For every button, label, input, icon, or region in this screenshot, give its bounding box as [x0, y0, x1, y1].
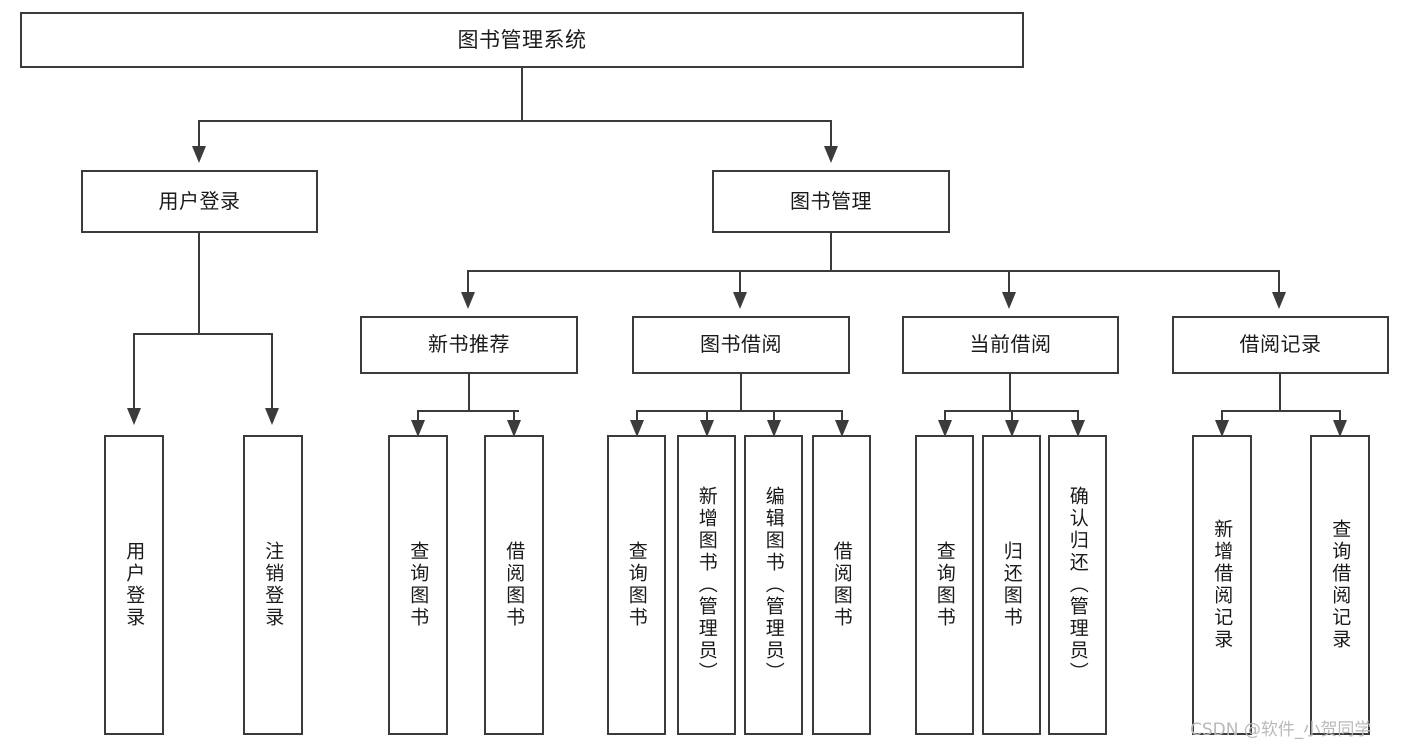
connector-bm-to-current-borrow: [1008, 270, 1010, 294]
arrowhead-bm-to-current-borrow: [1002, 292, 1016, 309]
node-current-borrow[interactable]: 当前借阅: [902, 316, 1119, 374]
node-label: 编辑图书（管理员）: [762, 486, 785, 684]
arrowhead-bm-to-borrow-record: [1272, 292, 1286, 309]
arrowhead-user-login-to-leaf-1: [265, 408, 279, 425]
node-label: 借阅图书: [830, 541, 853, 629]
node-label: 借阅记录: [1239, 332, 1322, 357]
connector-new-book-stem: [468, 374, 470, 411]
node-label: 新书推荐: [428, 332, 510, 357]
connector-br-to-leaf-1: [1339, 410, 1341, 422]
connector-book-management-bus: [467, 270, 1279, 272]
connector-book-management-stem: [830, 233, 832, 271]
leaf-book-borrow-1[interactable]: 新增图书（管理员）: [677, 435, 736, 735]
arrowhead-bb-to-leaf-0: [630, 420, 644, 437]
node-label: 查询图书: [933, 541, 956, 629]
leaf-current-borrow-0[interactable]: 查询图书: [915, 435, 974, 735]
connector-newbook-to-leaf-0: [417, 410, 419, 422]
node-user-login[interactable]: 用户登录: [81, 170, 318, 233]
node-label: 新增图书（管理员）: [695, 486, 718, 684]
node-borrow-record[interactable]: 借阅记录: [1172, 316, 1389, 374]
arrowhead-br-to-leaf-0: [1215, 420, 1229, 437]
connector-bb-to-leaf-3: [841, 410, 843, 422]
connector-user-login-bus: [133, 333, 272, 335]
node-root-book-management-system[interactable]: 图书管理系统: [20, 12, 1024, 68]
connector-new-book-bus: [417, 410, 519, 412]
arrowhead-bb-to-leaf-1: [700, 420, 714, 437]
arrowhead-newbook-to-leaf-1: [507, 420, 521, 437]
node-label: 查询图书: [625, 541, 648, 629]
leaf-book-borrow-3[interactable]: 借阅图书: [812, 435, 871, 735]
connector-bb-to-leaf-2: [773, 410, 775, 422]
arrowhead-bb-to-leaf-2: [767, 420, 781, 437]
arrowhead-user-login-to-leaf-0: [127, 408, 141, 425]
leaf-user-login-1[interactable]: 注销登录: [243, 435, 303, 735]
node-book-borrow[interactable]: 图书借阅: [632, 316, 850, 374]
node-book-management[interactable]: 图书管理: [712, 170, 950, 233]
connector-root-bus: [198, 120, 832, 122]
node-label: 注销登录: [262, 541, 285, 629]
connector-root-to-user-login: [198, 120, 200, 148]
connector-borrow-record-stem: [1279, 374, 1281, 411]
arrowhead-cb-to-leaf-0: [938, 420, 952, 437]
node-label: 查询借阅记录: [1329, 519, 1352, 651]
leaf-book-borrow-2[interactable]: 编辑图书（管理员）: [744, 435, 803, 735]
connector-newbook-to-leaf-1: [513, 410, 515, 422]
node-label: 用户登录: [158, 188, 241, 213]
leaf-borrow-record-0[interactable]: 新增借阅记录: [1192, 435, 1252, 735]
leaf-current-borrow-1[interactable]: 归还图书: [982, 435, 1041, 735]
connector-book-borrow-stem: [740, 374, 742, 411]
connector-user-login-to-leaf-1: [271, 333, 273, 410]
connector-cb-to-leaf-0: [944, 410, 946, 422]
node-label: 归还图书: [1000, 541, 1023, 629]
arrowhead-root-to-user-login: [192, 146, 206, 163]
node-new-book-recommend[interactable]: 新书推荐: [360, 316, 578, 374]
connector-borrow-record-bus: [1221, 410, 1340, 412]
connector-br-to-leaf-0: [1221, 410, 1223, 422]
arrowhead-bm-to-new-book: [461, 292, 475, 309]
node-label: 新增借阅记录: [1211, 519, 1234, 651]
connector-user-login-to-leaf-0: [133, 333, 135, 410]
node-label: 确认归还（管理员）: [1066, 486, 1089, 684]
connector-bb-to-leaf-0: [636, 410, 638, 422]
leaf-book-borrow-0[interactable]: 查询图书: [607, 435, 666, 735]
connector-bm-to-new-book: [467, 270, 469, 294]
connector-bm-to-book-borrow: [739, 270, 741, 294]
connector-root-to-book-management: [830, 120, 832, 148]
connector-bb-to-leaf-1: [706, 410, 708, 422]
connector-root-stem: [521, 68, 523, 121]
leaf-new-book-recommend-0[interactable]: 查询图书: [388, 435, 448, 735]
arrowhead-cb-to-leaf-2: [1071, 420, 1085, 437]
arrowhead-cb-to-leaf-1: [1005, 420, 1019, 437]
arrowhead-bm-to-book-borrow: [733, 292, 747, 309]
node-label: 图书借阅: [700, 332, 782, 357]
node-label: 用户登录: [123, 541, 146, 629]
watermark-text: CSDN @软件_小贺同学: [1190, 720, 1372, 740]
node-label: 当前借阅: [969, 332, 1052, 357]
leaf-new-book-recommend-1[interactable]: 借阅图书: [484, 435, 544, 735]
node-label: 查询图书: [407, 541, 430, 629]
connector-bm-to-borrow-record: [1278, 270, 1280, 294]
connector-cb-to-leaf-1: [1011, 410, 1013, 422]
arrowhead-newbook-to-leaf-0: [411, 420, 425, 437]
connector-cb-to-leaf-2: [1077, 410, 1079, 422]
connector-book-borrow-bus: [636, 410, 842, 412]
node-label: 图书管理: [790, 188, 872, 213]
arrowhead-root-to-book-management: [824, 146, 838, 163]
leaf-borrow-record-1[interactable]: 查询借阅记录: [1310, 435, 1370, 735]
leaf-user-login-0[interactable]: 用户登录: [104, 435, 164, 735]
arrowhead-bb-to-leaf-3: [835, 420, 849, 437]
connector-user-login-stem: [198, 233, 200, 334]
leaf-current-borrow-2[interactable]: 确认归还（管理员）: [1048, 435, 1107, 735]
node-label: 借阅图书: [503, 541, 526, 629]
node-label: 图书管理系统: [457, 27, 587, 52]
connector-current-borrow-stem: [1009, 374, 1011, 411]
arrowhead-br-to-leaf-1: [1333, 420, 1347, 437]
